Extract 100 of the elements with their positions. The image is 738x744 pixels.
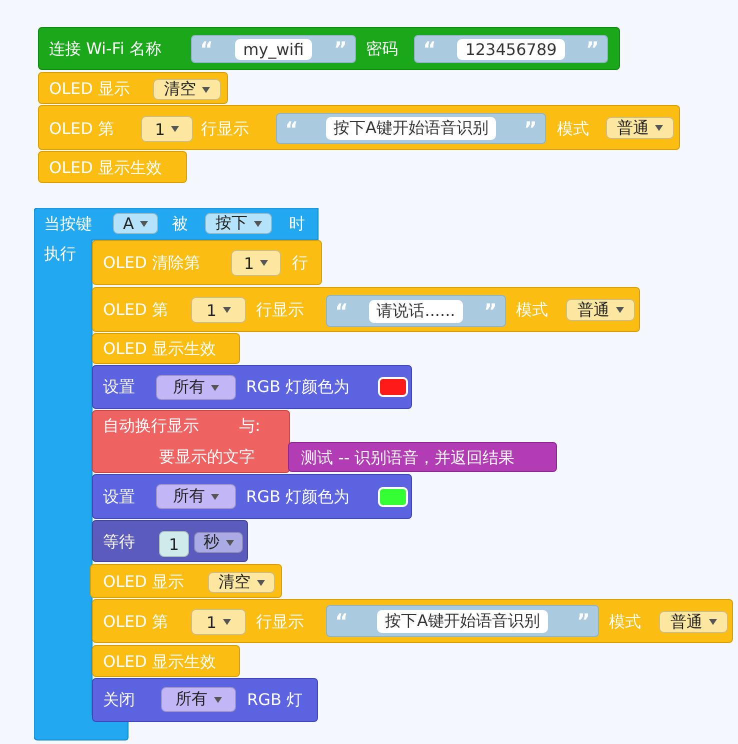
block-label: 模式 [557, 120, 589, 138]
string-block [276, 113, 546, 144]
block-label: 行显示 [201, 120, 249, 138]
quote-mark: ” [334, 37, 347, 61]
dropdown-field [194, 532, 243, 553]
dropdown-field [156, 375, 236, 400]
code-block [90, 564, 282, 598]
code-block [288, 442, 557, 472]
dropdown-field [191, 297, 246, 323]
block-label: 测试 -- 识别语音，并返回结果 [301, 449, 515, 467]
block-label: OLED 显示 [49, 80, 130, 98]
block-label: OLED 第 [103, 613, 168, 631]
dropdown-value: A [123, 214, 134, 233]
block-label: 模式 [516, 301, 548, 319]
color-swatch [378, 487, 408, 507]
dropdown-value: 按下 [216, 213, 248, 234]
dropdown-value: 普通 [617, 118, 649, 138]
dropdown-field [141, 116, 193, 142]
text-field: 按下A键开始语音识别 [377, 610, 548, 632]
quote-mark: ” [484, 299, 497, 323]
code-block [92, 410, 290, 473]
dropdown-field [205, 213, 272, 234]
dropdown-value: 所有 [176, 689, 208, 710]
text-field: 123456789 [457, 38, 565, 60]
block-label: 设置 [103, 488, 135, 506]
block-label: RGB 灯颜色为 [246, 378, 350, 396]
color-swatch [378, 377, 408, 397]
block-label: 当按键 [44, 215, 92, 233]
block-label: OLED 显示生效 [103, 653, 216, 671]
block-label: RGB 灯颜色为 [246, 488, 350, 506]
dropdown-field [161, 687, 236, 712]
dropdown-value: 1 [206, 612, 217, 632]
block-label: OLED 显示生效 [49, 159, 162, 177]
dropdown-field [659, 611, 728, 633]
code-block [92, 240, 322, 285]
quote-mark: “ [285, 116, 298, 140]
quote-mark: “ [200, 37, 214, 61]
block-label: 要显示的文字 [159, 448, 255, 466]
string-block [191, 35, 356, 63]
code-block [92, 599, 733, 643]
quote-mark: “ [423, 37, 436, 61]
block-label: 行显示 [256, 613, 304, 631]
dropdown-value: 所有 [173, 486, 205, 507]
dropdown-field [191, 609, 246, 635]
dropdown-value: 1 [244, 254, 254, 272]
dropdown-value: 1 [154, 120, 166, 138]
dropdown-value: 1 [206, 300, 217, 320]
block-label: 被 [172, 215, 188, 233]
block-label: OLED 显示生效 [103, 340, 216, 358]
number-field: 1 [159, 531, 189, 557]
dropdown-field [566, 299, 635, 321]
block-label: 模式 [609, 613, 641, 631]
quote-mark: “ [335, 299, 348, 323]
quote-mark: ” [576, 609, 590, 633]
block-label: 自动换行显示 [103, 417, 199, 435]
dropdown-field [208, 572, 275, 593]
code-block [92, 645, 240, 677]
string-block [326, 295, 506, 327]
code-block [38, 72, 228, 104]
code-block [92, 287, 640, 332]
block-label: OLED 第 [103, 301, 168, 319]
quote-mark: “ [335, 609, 348, 633]
dropdown-value: 普通 [670, 612, 702, 632]
string-block [326, 605, 599, 637]
code-block [92, 678, 318, 722]
block-label: 时 [289, 215, 305, 233]
dropdown-value: 所有 [173, 377, 205, 398]
block-label: 连接 Wi-Fi 名称 [49, 40, 162, 58]
dropdown-field [156, 484, 236, 509]
block-label: OLED 显示 [103, 573, 184, 591]
dropdown-value: 清空 [164, 79, 196, 100]
block-label: 设置 [103, 378, 135, 396]
block-label: 与: [239, 417, 260, 435]
text-field: 请说话...... [368, 300, 464, 322]
code-block [92, 333, 240, 364]
quote-mark: ” [586, 37, 599, 61]
dropdown-field [231, 250, 281, 276]
block-label: OLED 清除第 [103, 254, 200, 272]
block-label: OLED 第 [49, 120, 114, 138]
dropdown-value: 普通 [578, 300, 610, 320]
code-block [92, 474, 412, 519]
quote-mark: ” [524, 116, 537, 140]
block-label: RGB 灯 [247, 691, 303, 709]
block-label: 行显示 [256, 301, 304, 319]
code-block [38, 105, 680, 150]
dropdown-field [113, 213, 158, 234]
block-label: 执行 [44, 245, 76, 263]
block-label: 行 [292, 254, 308, 272]
code-block [92, 520, 248, 562]
dropdown-value: 秒 [204, 532, 220, 553]
block-label: 等待 [103, 533, 135, 551]
block-label: 密码 [366, 40, 398, 58]
text-field: 按下A键开始语音识别 [326, 117, 496, 140]
string-block [414, 35, 608, 63]
text-field: my_wifi [235, 38, 312, 60]
dropdown-field [606, 117, 674, 139]
code-block [38, 151, 187, 183]
dropdown-field [153, 79, 221, 100]
dropdown-value: 清空 [218, 572, 250, 593]
code-block [92, 365, 412, 409]
